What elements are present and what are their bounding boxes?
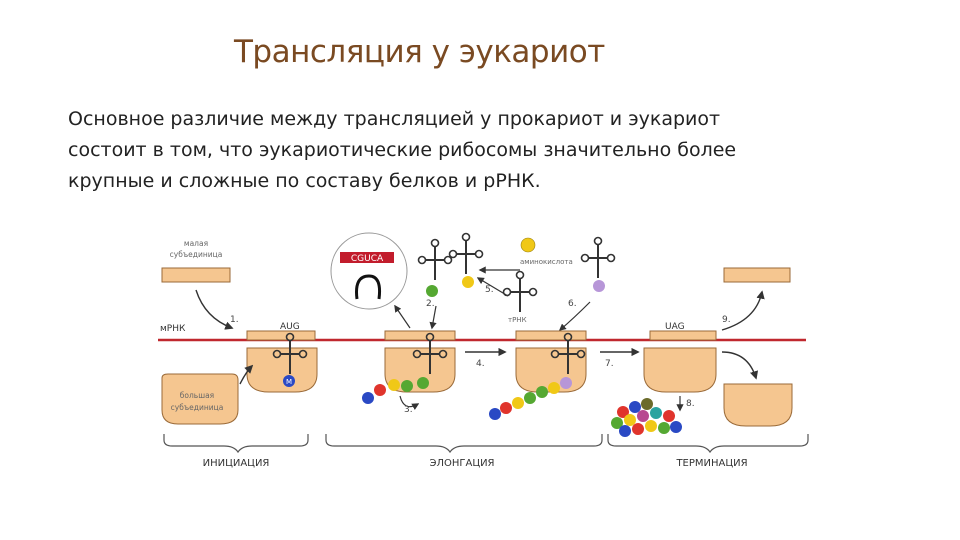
mrna-label: мРНК — [160, 324, 186, 334]
step-6-arrow — [558, 301, 591, 331]
large-subunit-label: большая — [180, 391, 214, 400]
released-protein-amino-acid — [663, 410, 675, 422]
methionine-amino-acid — [283, 375, 295, 387]
growing-chain-amino-acid — [401, 380, 413, 392]
ribosome-small-subunit — [246, 330, 316, 341]
growing-chain-amino-acid — [512, 397, 524, 409]
growing-chain-amino-acid — [536, 386, 548, 398]
phase-label-termination: ТЕРМИНАЦИЯ — [675, 458, 747, 469]
stop-codon-label: UAG — [665, 322, 685, 332]
step-label: 7. — [605, 359, 614, 369]
growing-chain-amino-acid — [388, 379, 400, 391]
ribosome-large-subunit — [246, 347, 318, 393]
released-protein-amino-acid — [611, 417, 623, 429]
released-protein-amino-acid — [632, 423, 644, 435]
growing-chain-amino-acid — [374, 384, 386, 396]
body-line: состоит в том, что эукариотические рибос… — [68, 139, 737, 161]
release-arrow — [721, 351, 759, 380]
released-protein-amino-acid — [624, 414, 636, 426]
step-9-arrow — [721, 290, 765, 331]
start-codon-label: AUG — [280, 322, 300, 332]
released-protein-amino-acid — [645, 420, 657, 432]
codon-loop — [355, 274, 381, 300]
step-label: 2. — [426, 299, 435, 309]
small-subunit-released — [723, 267, 791, 283]
codon-zoom-circle — [330, 232, 408, 310]
step-label: 5. — [485, 285, 494, 295]
trna-icon — [502, 270, 538, 313]
growing-chain-amino-acid — [548, 382, 560, 394]
termination-bracket — [607, 434, 809, 454]
phase-label-initiation: ИНИЦИАЦИЯ — [203, 458, 270, 469]
step-1-arrow — [195, 289, 234, 330]
zoom-arrow — [394, 304, 411, 329]
step-2-arrow — [429, 305, 437, 330]
ribosome-small-subunit — [515, 330, 587, 341]
growing-chain-amino-acid — [489, 408, 501, 420]
released-protein-amino-acid — [617, 406, 629, 418]
trna-amino-acid — [462, 276, 474, 288]
ribosome-large-subunit — [384, 347, 456, 393]
initiation-bracket — [163, 434, 309, 454]
assembly-arrow — [239, 364, 254, 385]
step-label: 1. — [230, 315, 239, 325]
phase-label-elongation: ЭЛОНГАЦИЯ — [429, 458, 494, 469]
step-label: 6. — [568, 299, 577, 309]
step-label: 4. — [476, 359, 485, 369]
trna-amino-acid — [593, 280, 605, 292]
elongation-bracket — [325, 434, 603, 454]
trna-label: тРНК — [508, 316, 527, 324]
large-subunit-released — [723, 383, 793, 427]
trna-icon — [417, 238, 453, 281]
small-subunit-free — [161, 267, 231, 283]
trna-icon — [580, 236, 616, 279]
met-label: M — [286, 378, 292, 386]
growing-chain-amino-acid — [417, 377, 429, 389]
codon-label: CGUCA — [351, 254, 384, 264]
amino-acid-label: аминокислота — [520, 258, 573, 266]
trna-amino-acid — [560, 377, 572, 389]
step-3-arrow — [399, 395, 420, 410]
codon-label-bg — [340, 252, 394, 263]
released-protein-amino-acid — [670, 421, 682, 433]
released-protein-amino-acid — [619, 425, 631, 437]
small-subunit-label: субъединица — [170, 250, 223, 259]
large-subunit-free — [161, 373, 239, 425]
released-protein-amino-acid — [658, 422, 670, 434]
growing-chain-amino-acid — [362, 392, 374, 404]
step-label: 9. — [722, 315, 731, 325]
step-label: 3. — [404, 405, 413, 415]
released-protein-amino-acid — [641, 398, 653, 410]
ribosome-large-subunit — [643, 347, 717, 393]
step-label: 8. — [686, 399, 695, 409]
released-protein-amino-acid — [650, 407, 662, 419]
released-protein-amino-acid — [637, 410, 649, 422]
slide-title: Трансляция у эукариот — [234, 34, 605, 70]
large-subunit-label: субъединица — [171, 403, 224, 412]
step-5-arrow — [476, 277, 509, 297]
body-line: крупные и сложные по составу белков и рР… — [68, 170, 541, 192]
free-amino-acid — [520, 237, 536, 253]
ribosome-small-subunit — [384, 330, 456, 341]
small-subunit-label: малая — [184, 239, 208, 248]
growing-chain-amino-acid — [524, 392, 536, 404]
trna-icon — [448, 232, 484, 275]
growing-chain-amino-acid — [500, 402, 512, 414]
released-protein-amino-acid — [629, 401, 641, 413]
ribosome-small-subunit — [649, 330, 717, 341]
trna-amino-acid — [426, 285, 438, 297]
body-line: Основное различие между трансляцией у пр… — [68, 108, 721, 130]
slide-body-text: Основное различие между трансляцией у пр… — [68, 104, 868, 197]
